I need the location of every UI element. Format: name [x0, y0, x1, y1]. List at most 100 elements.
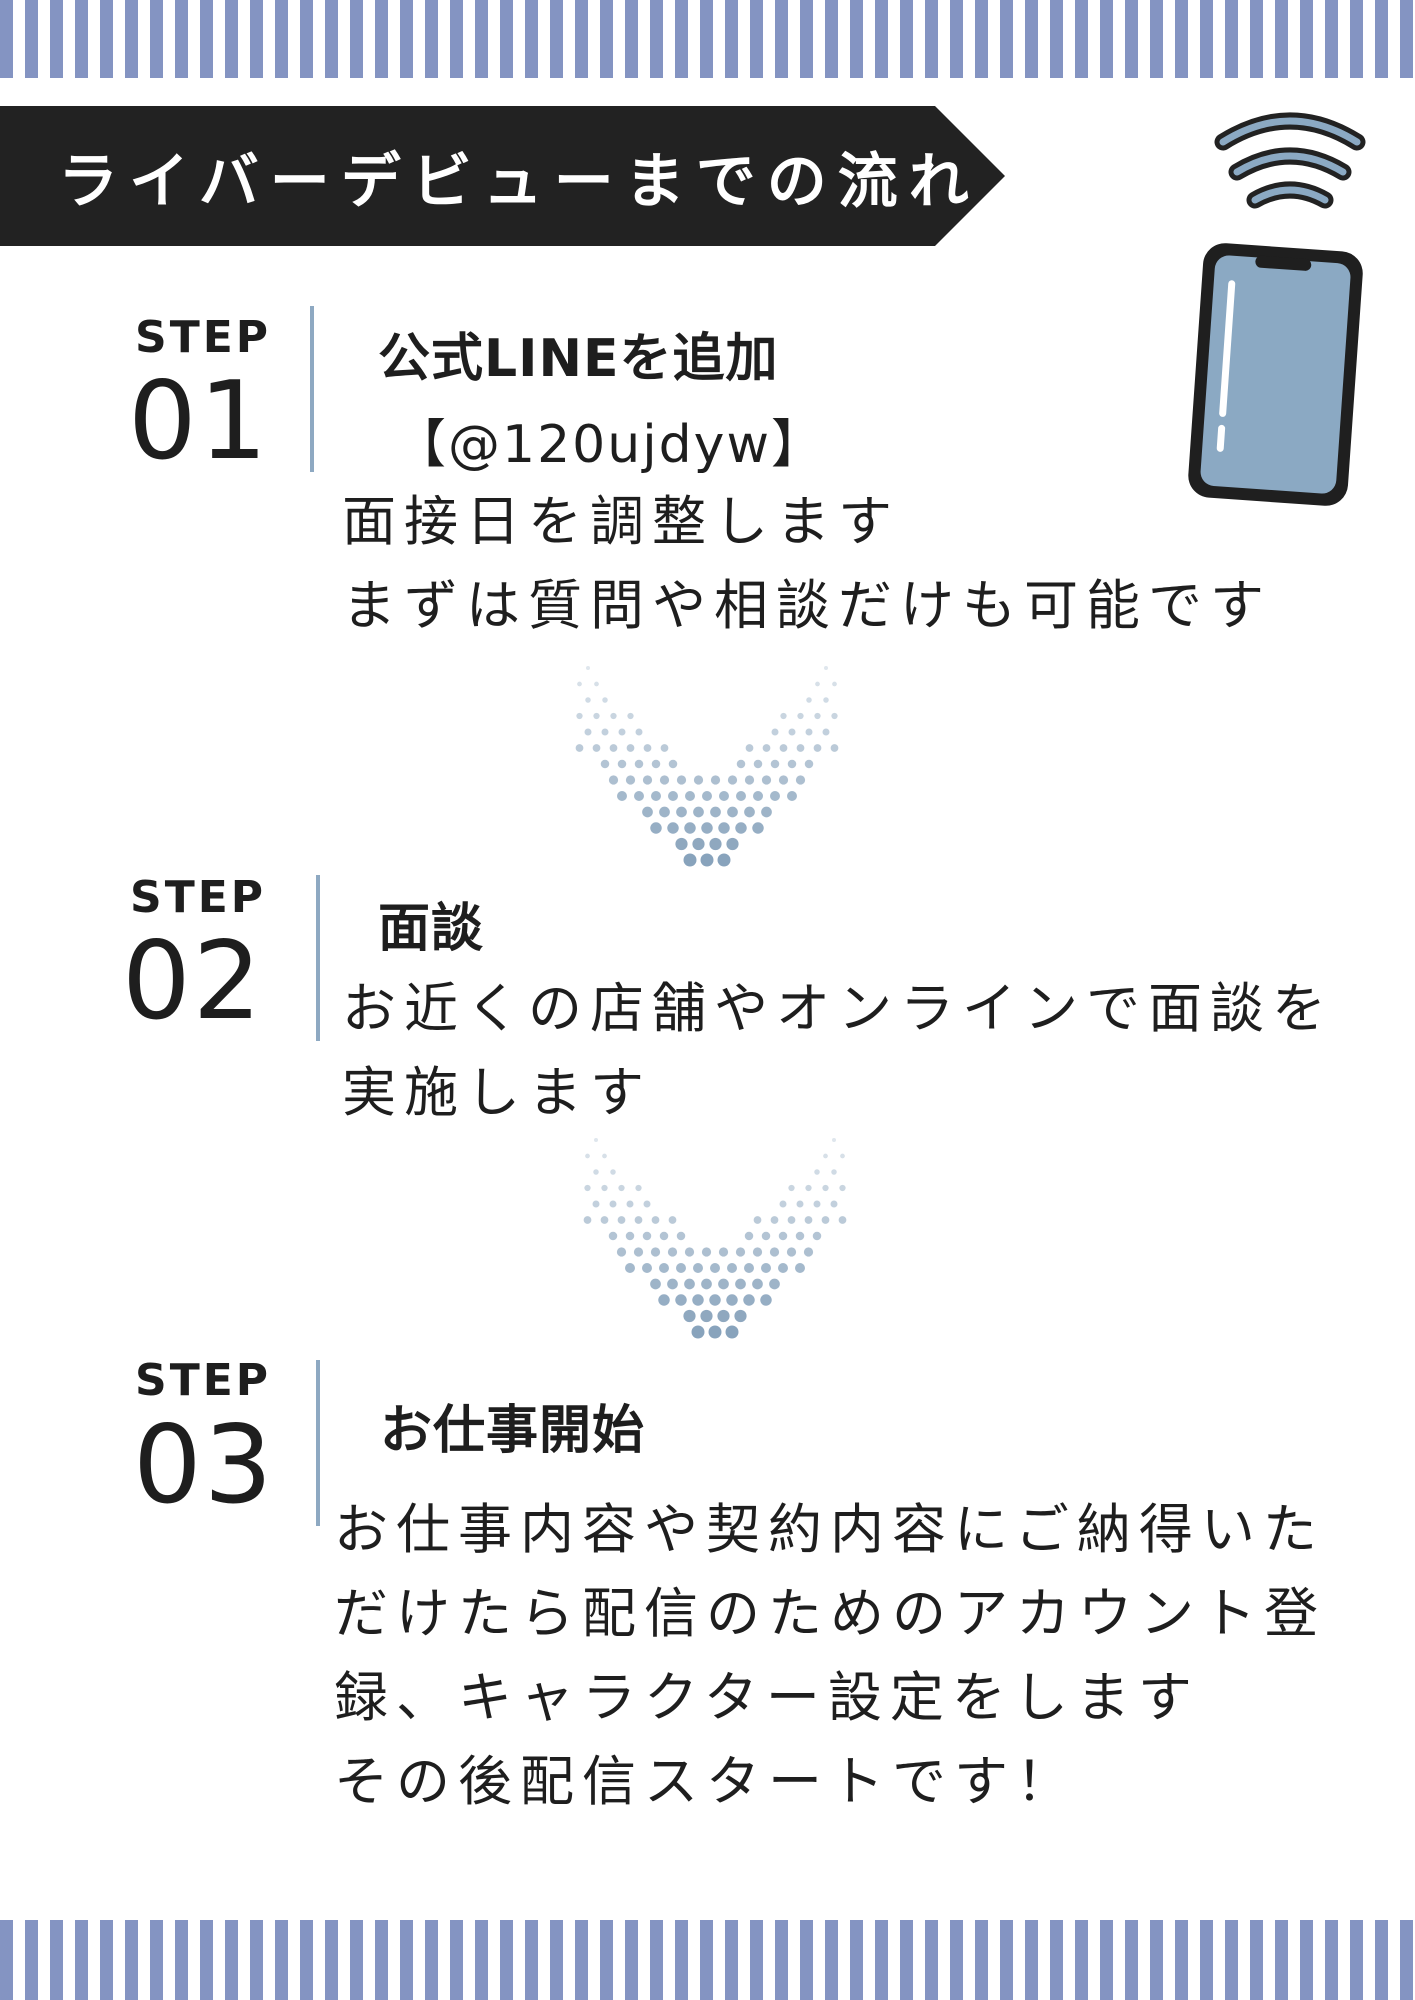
chevron-dot [634, 759, 644, 769]
chevron-dot [804, 759, 814, 769]
chevron-dot [685, 791, 695, 801]
chevron-dot [651, 759, 661, 769]
chevron-dot [760, 1294, 772, 1306]
chevron-dot [762, 744, 771, 752]
chevron-dot [718, 1278, 729, 1290]
chevron-dot [814, 1169, 820, 1175]
chevron-dot [668, 791, 678, 801]
chevron-dot [830, 1200, 838, 1208]
chevron-dot [633, 1247, 644, 1257]
chevron-dot [795, 1263, 805, 1273]
chevron-dot [761, 806, 772, 818]
chevron-dot [676, 1263, 686, 1273]
step-02-number: 02 [122, 919, 264, 1044]
chevron-dot [601, 728, 609, 736]
chevron-dot [659, 1231, 669, 1241]
chevron-dot [627, 712, 634, 720]
step-03-label: STEP [135, 1355, 272, 1406]
step-03-divider [316, 1360, 320, 1526]
chevron-dot [804, 1216, 813, 1224]
header-banner: ライバーデビューまでの流れ [0, 106, 1005, 246]
chevron-dot [585, 697, 591, 703]
chevron-dot [643, 744, 652, 752]
step-02-description: お近くの店舗やオンラインで面談を 実施します [342, 967, 1334, 1135]
chevron-dot [727, 806, 738, 818]
step-02-description-line: お近くの店舗やオンラインで面談を [342, 977, 1334, 1040]
chevron-dot [667, 1278, 678, 1290]
chevron-dot [822, 728, 830, 736]
chevron-dot [626, 1200, 634, 1208]
chevron-dot [667, 822, 679, 834]
chevron-dot [831, 1169, 837, 1175]
chevron-dot [744, 1263, 754, 1273]
chevron-dot [734, 1309, 747, 1323]
chevron-dot [778, 1263, 788, 1273]
chevron-dot [726, 837, 739, 851]
chevron-dot [693, 1263, 703, 1273]
chevron-dot [668, 1216, 677, 1224]
chevron-dot [642, 1231, 652, 1241]
chevron-dot [668, 759, 678, 769]
chevron-dot [778, 1231, 788, 1241]
chevron-dot [778, 775, 789, 785]
chevron-dot [676, 1231, 686, 1241]
chevron-dot [735, 1247, 746, 1257]
chevron-dot [601, 1184, 608, 1192]
step-02-title: 面談 [378, 899, 485, 959]
step-03-description-line: 録、キャラクター設定をします [334, 1666, 1200, 1729]
chevron-dot [727, 1263, 737, 1273]
chevron-dot [594, 681, 599, 687]
chevron-dot [610, 1169, 616, 1175]
chevron-dot [676, 806, 687, 818]
chevron-dot [780, 712, 787, 720]
step-01-description-line: 面接日を調整します [342, 490, 900, 553]
chevron-dot [700, 853, 714, 867]
step-01-label: STEP [135, 312, 272, 363]
chevron-dot [726, 1294, 738, 1306]
chevron-dot [770, 1216, 779, 1224]
step-01-line-id: 【@120ujdyw】 [394, 415, 825, 475]
chevron-dot [752, 1247, 763, 1257]
chevron-dot [770, 759, 780, 769]
chevron-dot [761, 775, 772, 785]
chevron-dot [718, 822, 730, 834]
chevron-dot [616, 1247, 627, 1257]
chevron-dot [618, 1184, 625, 1192]
chevron-dot [650, 822, 662, 834]
step-03-title: お仕事開始 [380, 1401, 646, 1461]
chevron-dot [650, 1278, 661, 1290]
chevron-dot [735, 822, 747, 834]
chevron-dot [717, 1309, 730, 1323]
chevron-dot [608, 1231, 618, 1241]
chevron-dot [709, 837, 722, 851]
chevron-dot [684, 1278, 695, 1290]
step-03-description-line: お仕事内容や契約内容にご納得いた [334, 1498, 1325, 1561]
chevron-dot [787, 791, 797, 801]
chevron-dot [744, 1231, 754, 1241]
chevron-dot [635, 728, 643, 736]
chevron-dot [717, 853, 731, 867]
chevron-dot [824, 666, 828, 670]
chevron-dot [753, 759, 763, 769]
chevron-dot [625, 1263, 635, 1273]
chevron-dot [675, 1294, 687, 1306]
step-02-description-line: 実施します [342, 1061, 652, 1124]
chevron-dot [779, 744, 788, 752]
chevron-dot [787, 759, 797, 769]
chevron-dot [821, 1216, 830, 1224]
chevron-dot [693, 775, 704, 785]
chevron-dot [788, 1184, 795, 1192]
chevron-dot [577, 681, 582, 687]
step-03-description-line: だけたら配信のためのアカウント登 [334, 1582, 1326, 1645]
chevron-dot [600, 759, 610, 769]
chevron-dot [786, 1247, 797, 1257]
chevron-dot [744, 775, 755, 785]
chevron-dot [684, 822, 696, 834]
dotted-down-chevron-icon [575, 666, 839, 867]
step-01-title: 公式LINEを追加 [378, 329, 779, 389]
chevron-dot [745, 744, 754, 752]
chevron-dot [692, 837, 705, 851]
chevron-dot [736, 791, 746, 801]
chevron-dot [812, 1231, 822, 1241]
chevron-dot [650, 1247, 661, 1257]
